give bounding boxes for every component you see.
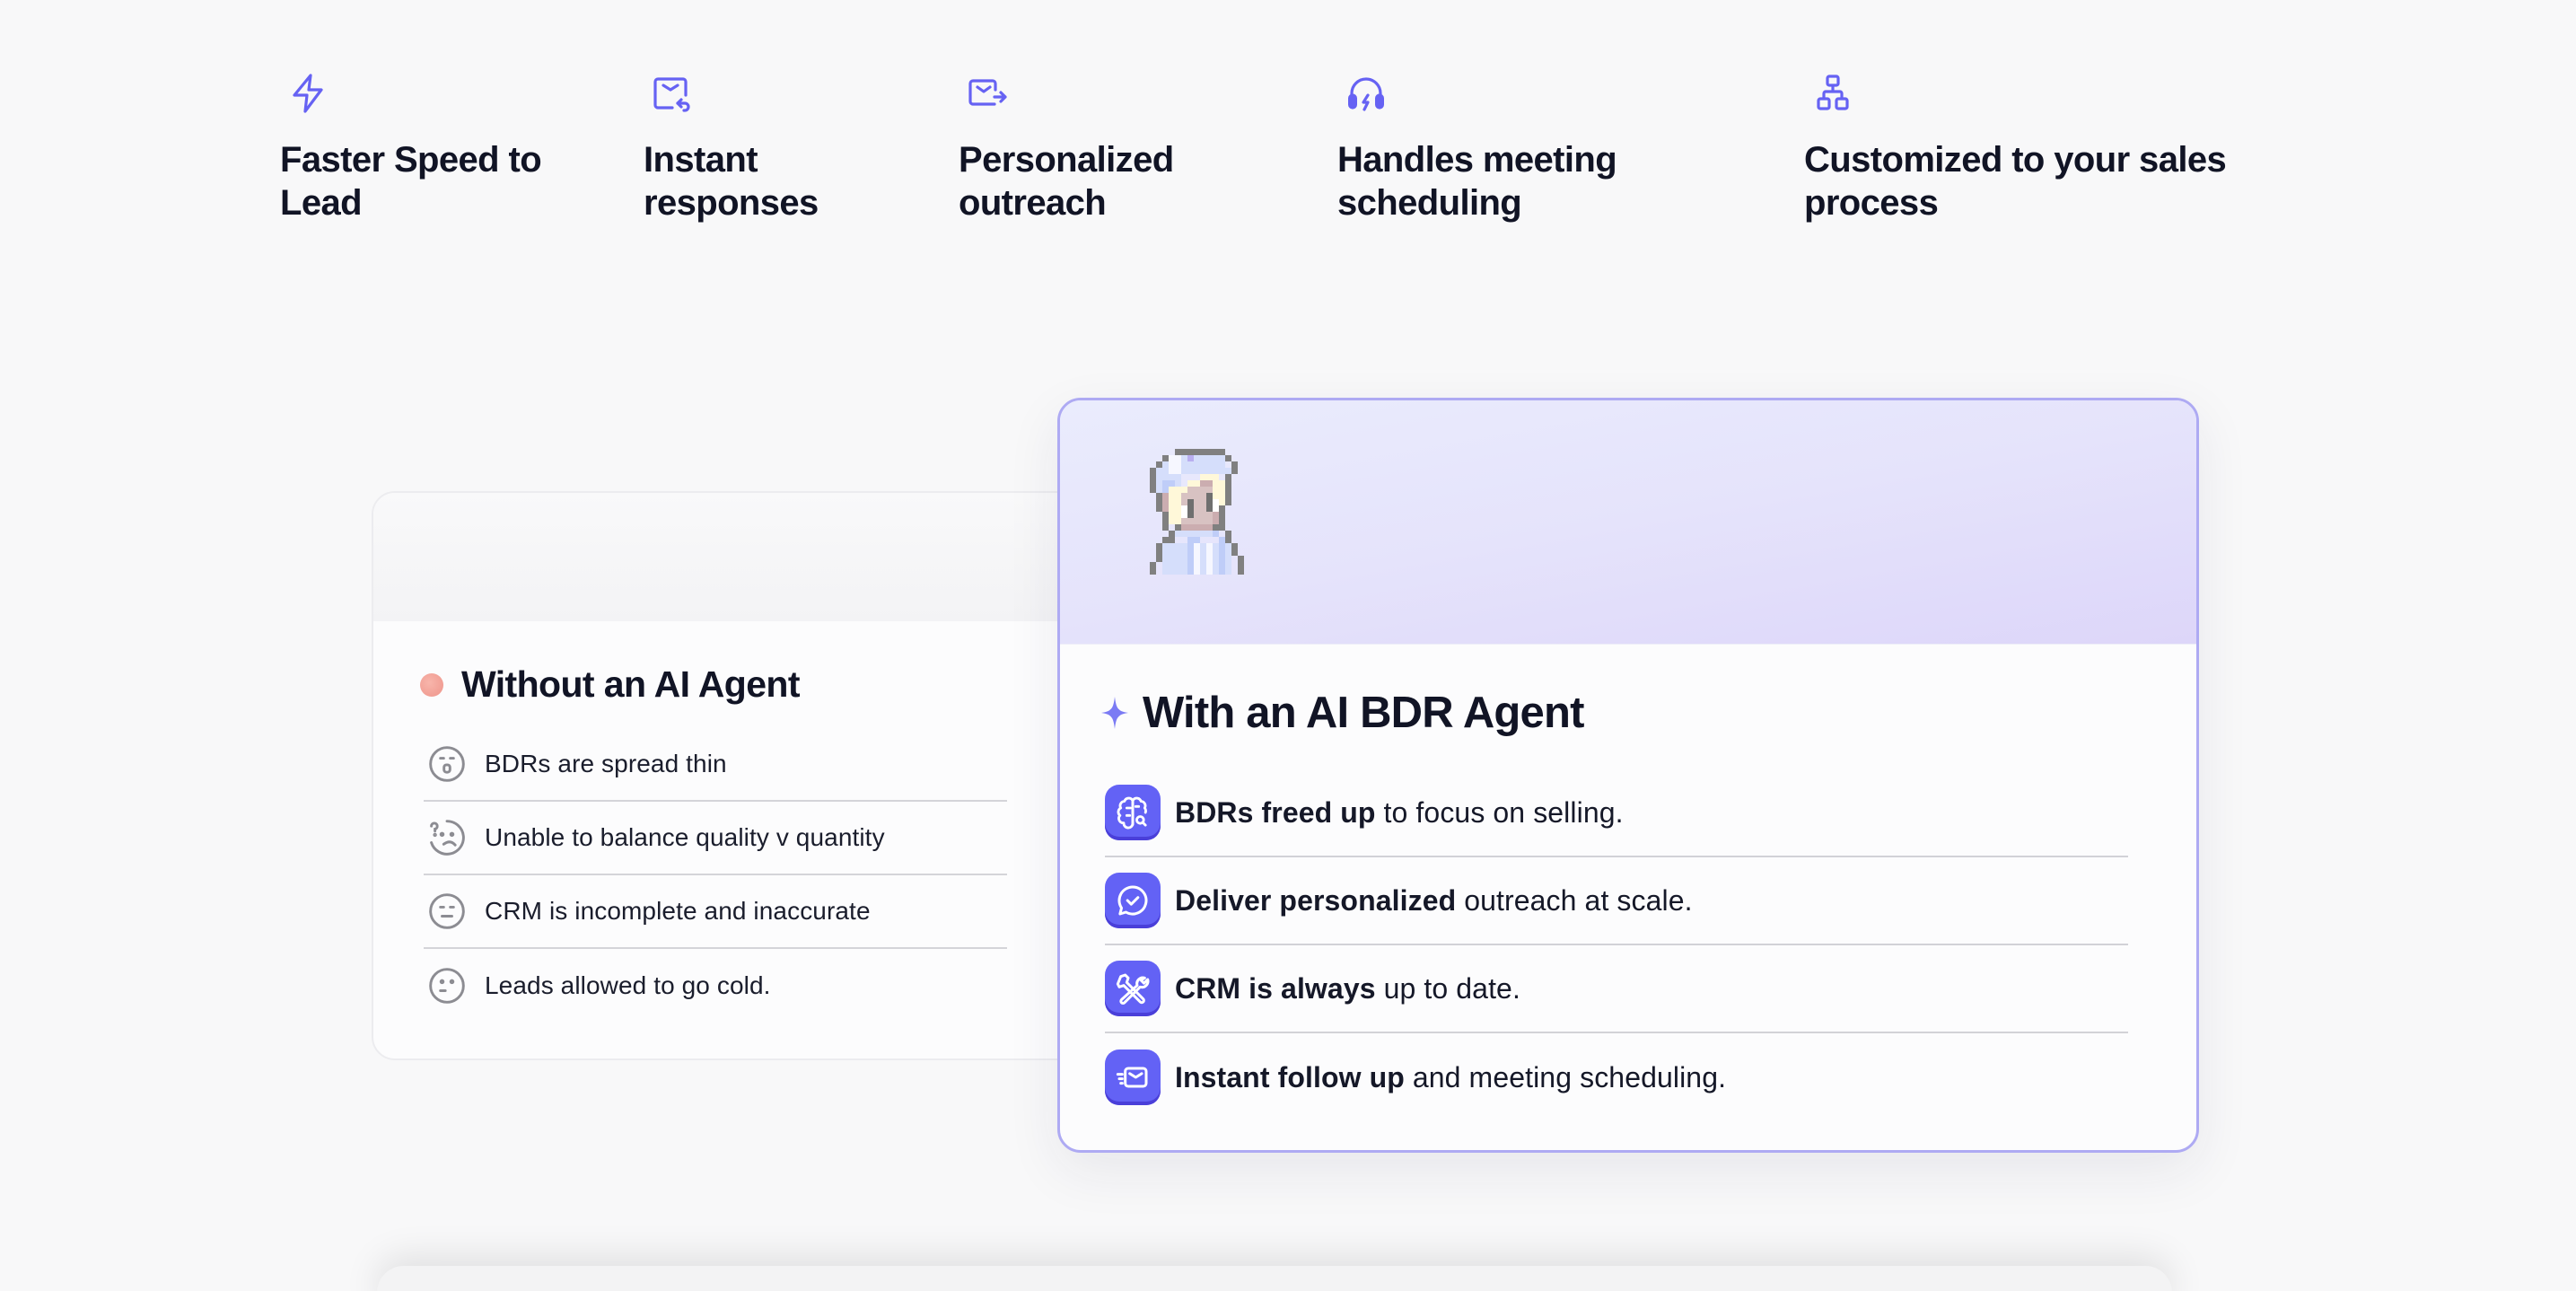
list-item-text: Unable to balance quality v quantity — [485, 823, 885, 851]
list-item-text: Deliver personalized outreach at scale. — [1175, 883, 1693, 917]
without-list: BDRs are spread thin Unable to balance q… — [424, 728, 1007, 1023]
list-item: BDRs are spread thin — [424, 728, 1007, 802]
feature-title: Faster Speed to Lead — [280, 140, 542, 223]
fast-mail-icon — [1116, 1067, 1148, 1088]
feature-title: Personalized outreach — [959, 140, 1174, 223]
feature-customized-process: Customized to your sales process — [1804, 72, 2227, 224]
list-item-text: CRM is always up to date. — [1175, 971, 1520, 1005]
feature-title: Handles meeting scheduling — [1337, 140, 1617, 223]
without-ai-agent-card: Without an AI Agent BDRs are spread thin… — [372, 491, 1090, 1060]
lightning-bolt-icon — [293, 74, 323, 113]
feature-title: Customized to your sales process — [1804, 140, 2227, 223]
with-list: BDRs freed up to focus on selling. Deliv… — [1105, 769, 2128, 1121]
uneasy-face-icon — [429, 968, 465, 1004]
feature-speed-to-lead: Faster Speed to Lead — [280, 72, 542, 224]
list-item-text: Instant follow up and meeting scheduling… — [1175, 1060, 1727, 1093]
list-item-text: CRM is incomplete and inaccurate — [485, 897, 871, 925]
list-item-text: BDRs freed up to focus on selling. — [1175, 795, 1624, 829]
brain-search-icon — [1117, 796, 1147, 830]
without-heading: Without an AI Agent — [420, 663, 801, 706]
confused-face-icon — [430, 820, 465, 856]
list-item-text: BDRs are spread thin — [485, 750, 727, 777]
brain-search-badge — [1105, 785, 1161, 840]
chat-check-icon — [1117, 885, 1148, 916]
org-hierarchy-icon — [1817, 75, 1849, 110]
fast-mail-badge — [1105, 1049, 1161, 1105]
next-section-edge — [377, 1266, 2172, 1291]
mail-forward-icon — [968, 79, 1007, 106]
feature-title: Instant responses — [644, 140, 819, 223]
feature-meeting-scheduling: Handles meeting scheduling — [1337, 72, 1617, 224]
with-heading: With an AI BDR Agent — [1101, 688, 1584, 738]
with-ai-bdr-agent-card: With an AI BDR Agent BDRs freed up to fo… — [1057, 398, 2199, 1153]
pixel-avatar-icon — [1150, 449, 1244, 575]
list-item: Unable to balance quality v quantity — [424, 802, 1007, 875]
status-dot-icon — [420, 672, 443, 697]
feature-personalized-outreach: Personalized outreach — [959, 72, 1174, 224]
with-heading-text: With an AI BDR Agent — [1143, 689, 1584, 737]
list-item-text: Leads allowed to go cold. — [485, 971, 771, 999]
tools-icon — [1116, 973, 1150, 1005]
list-item: BDRs freed up to focus on selling. — [1105, 769, 2128, 857]
headset-bolt-icon — [1347, 77, 1384, 111]
mail-reply-icon — [653, 77, 690, 112]
tools-badge — [1105, 961, 1161, 1016]
list-item: CRM is incomplete and inaccurate — [424, 875, 1007, 949]
expressionless-face-icon — [429, 893, 465, 929]
without-heading-text: Without an AI Agent — [461, 663, 801, 705]
shocked-face-icon — [429, 746, 465, 782]
sparkle-icon — [1101, 697, 1128, 729]
list-item: Instant follow up and meeting scheduling… — [1105, 1033, 2128, 1121]
list-item: Deliver personalized outreach at scale. — [1105, 857, 2128, 945]
feature-instant-responses: Instant responses — [644, 72, 819, 224]
card-banner — [373, 493, 1088, 621]
card-banner — [1060, 400, 2196, 645]
chat-check-badge — [1105, 873, 1161, 928]
list-item: CRM is always up to date. — [1105, 945, 2128, 1033]
list-item: Leads allowed to go cold. — [424, 949, 1007, 1023]
features-row: Faster Speed to Lead Instant responses P… — [0, 0, 2576, 269]
